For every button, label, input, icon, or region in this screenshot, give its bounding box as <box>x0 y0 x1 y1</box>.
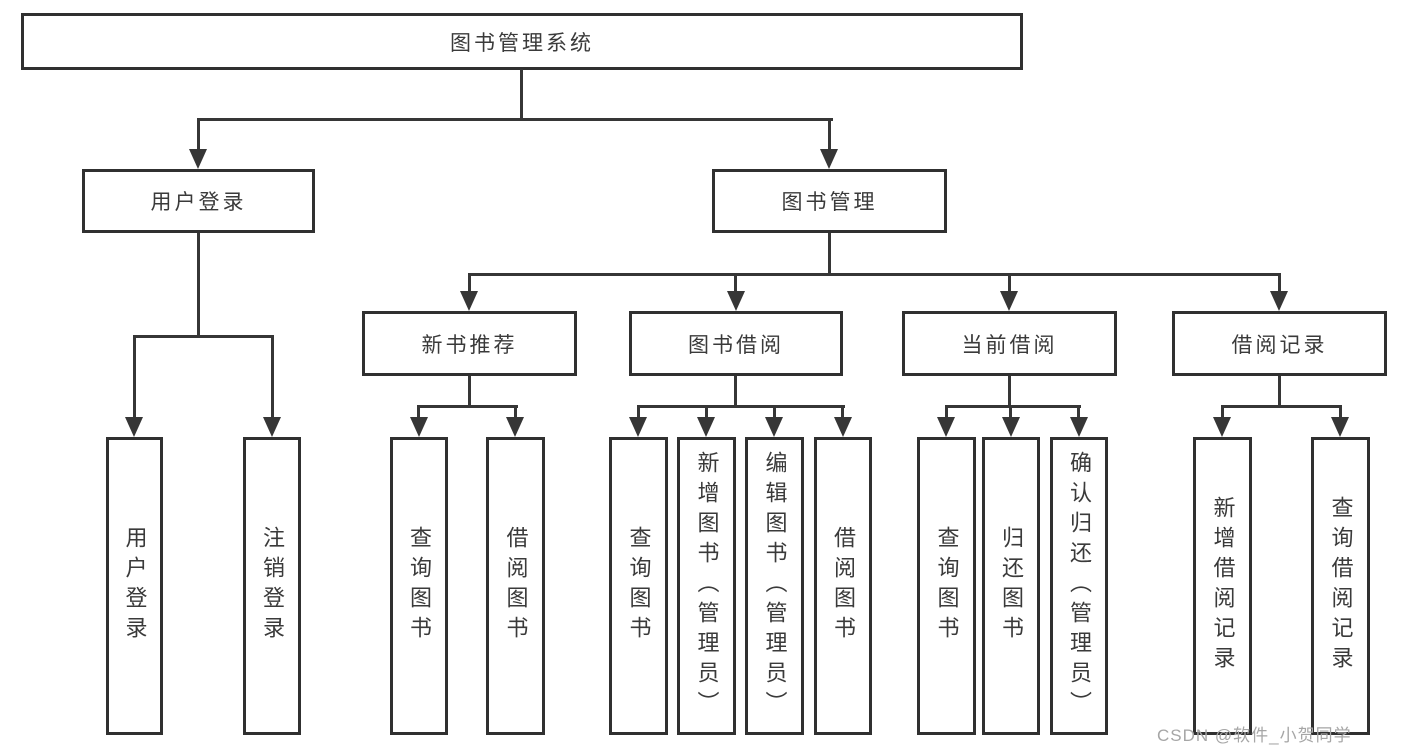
node-rec-query-books: 查询图书 <box>390 437 448 735</box>
connector-line <box>418 405 518 408</box>
node-bb-query-books: 查询图书 <box>609 437 668 735</box>
connector-line <box>514 405 517 421</box>
connector-line <box>520 69 523 120</box>
arrowhead-icon <box>629 417 647 437</box>
arrowhead-icon <box>460 291 478 311</box>
node-bb-edit-books-admin: 编辑图书（管理员） <box>745 437 804 735</box>
node-borrowing-records: 借阅记录 <box>1172 311 1387 376</box>
arrowhead-icon <box>765 417 783 437</box>
connector-line <box>945 405 1081 408</box>
connector-line <box>469 273 1281 276</box>
connector-line <box>133 335 274 338</box>
connector-line <box>637 405 640 421</box>
arrowhead-icon <box>834 417 852 437</box>
connector-line <box>734 273 737 297</box>
arrowhead-icon <box>1270 291 1288 311</box>
arrowhead-icon <box>506 417 524 437</box>
connector-line <box>637 405 845 408</box>
node-bb-add-books-admin: 新增图书（管理员） <box>677 437 736 735</box>
node-logout: 注销登录 <box>243 437 301 735</box>
connector-line <box>1008 273 1011 297</box>
arrowhead-icon <box>1331 417 1349 437</box>
connector-line <box>1008 376 1011 407</box>
arrowhead-icon <box>1000 291 1018 311</box>
connector-line <box>773 405 776 421</box>
node-library-system: 图书管理系统 <box>21 13 1023 70</box>
connector-line <box>197 233 200 337</box>
arrowhead-icon <box>820 149 838 169</box>
connector-line <box>1278 273 1281 297</box>
connector-line <box>133 335 136 421</box>
connector-line <box>1339 405 1342 421</box>
connector-line <box>197 118 833 121</box>
node-new-book-recommend: 新书推荐 <box>362 311 577 376</box>
connector-line <box>828 233 831 275</box>
node-br-add-record: 新增借阅记录 <box>1193 437 1252 735</box>
arrowhead-icon <box>263 417 281 437</box>
node-cb-return-books: 归还图书 <box>982 437 1040 735</box>
node-user-login: 用户登录 <box>106 437 163 735</box>
arrowhead-icon <box>189 149 207 169</box>
connector-line <box>271 335 274 421</box>
connector-line <box>468 273 471 297</box>
node-br-query-record: 查询借阅记录 <box>1311 437 1370 735</box>
connector-line <box>841 405 844 421</box>
connector-line <box>828 118 831 155</box>
connector-line <box>1009 405 1012 421</box>
arrowhead-icon <box>410 417 428 437</box>
arrowhead-icon <box>1213 417 1231 437</box>
connector-line <box>1221 405 1342 408</box>
connector-line <box>417 405 420 421</box>
arrowhead-icon <box>1070 417 1088 437</box>
connector-line <box>1278 376 1281 407</box>
arrowhead-icon <box>937 417 955 437</box>
connector-line <box>468 376 471 407</box>
node-cb-confirm-return-admin: 确认归还（管理员） <box>1050 437 1108 735</box>
connector-line <box>1077 405 1080 421</box>
connector-line <box>705 405 708 421</box>
node-book-borrowing: 图书借阅 <box>629 311 843 376</box>
arrowhead-icon <box>697 417 715 437</box>
node-user-login-group: 用户登录 <box>82 169 315 233</box>
connector-line <box>197 118 200 155</box>
connector-line <box>1221 405 1224 421</box>
arrowhead-icon <box>727 291 745 311</box>
node-bb-borrow-books: 借阅图书 <box>814 437 872 735</box>
connector-line <box>734 376 737 407</box>
arrowhead-icon <box>1002 417 1020 437</box>
node-cb-query-books: 查询图书 <box>917 437 976 735</box>
node-rec-borrow-books: 借阅图书 <box>486 437 545 735</box>
node-current-borrowing: 当前借阅 <box>902 311 1117 376</box>
connector-line <box>945 405 948 421</box>
arrowhead-icon <box>125 417 143 437</box>
node-book-management: 图书管理 <box>712 169 947 233</box>
